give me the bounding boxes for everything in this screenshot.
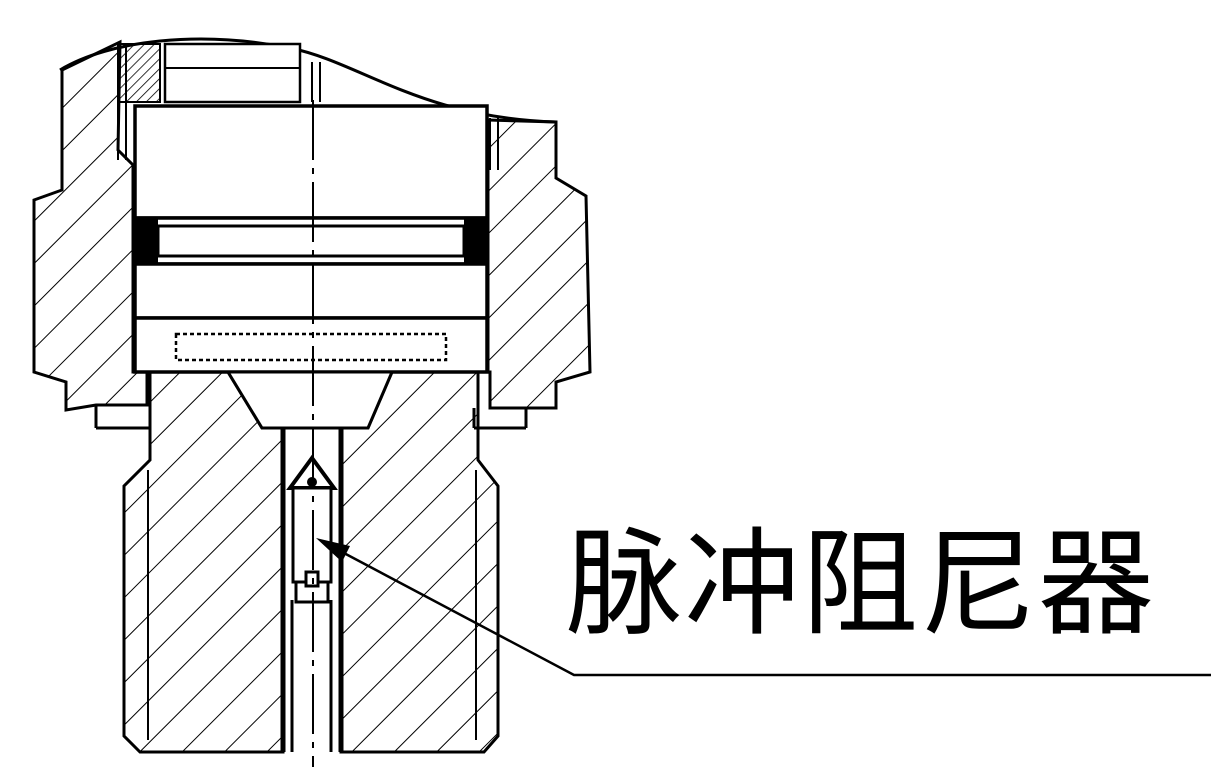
top-threaded-insert [117, 42, 499, 170]
pulse-damper-label: 脉冲阻尼器 [566, 517, 1156, 652]
callout-leader [316, 538, 1211, 677]
pressure-bore [280, 428, 344, 752]
sensor-module [133, 104, 489, 374]
pressure-cone [225, 370, 395, 430]
housing-hatched-section [32, 39, 592, 754]
